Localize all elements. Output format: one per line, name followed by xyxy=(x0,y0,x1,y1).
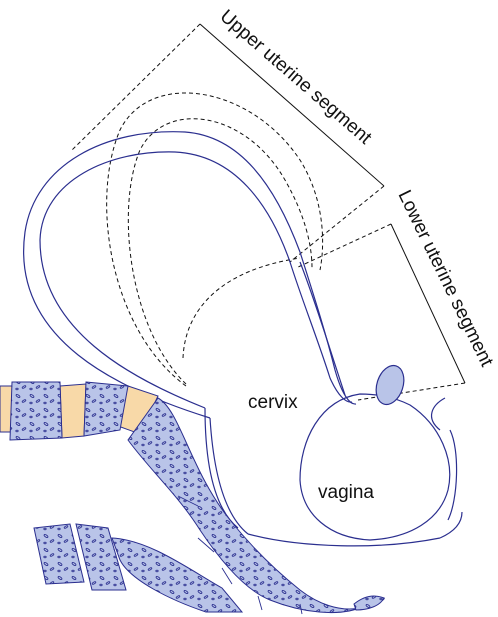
upper-segment-label: Upper uterine segment xyxy=(216,6,376,149)
dashed-lower-segment-arc xyxy=(183,258,300,358)
vagina-label: vagina xyxy=(318,482,374,503)
bone-fragment-1 xyxy=(34,524,84,584)
introitus-edge xyxy=(440,512,462,538)
uterus-outer-wall xyxy=(24,132,356,418)
cervix-label: cervix xyxy=(248,392,298,413)
vagina-outline xyxy=(248,394,462,546)
coccyx-tip xyxy=(354,596,384,610)
dashed-contour-outer xyxy=(107,93,323,386)
pubic-bone xyxy=(371,362,408,408)
symphysis-edge xyxy=(432,398,445,430)
disc-2 xyxy=(60,384,86,438)
cervix-anterior-lip xyxy=(300,262,345,395)
vertebra-2 xyxy=(84,382,128,436)
vertebra-1 xyxy=(10,382,62,440)
lower-segment-label: Lower uterine segment xyxy=(394,187,498,371)
uterus-inner-wall xyxy=(40,152,352,408)
dashed-uterine-contours xyxy=(107,93,323,386)
dashed-contour-inner xyxy=(128,119,312,384)
upper-segment-bracket xyxy=(72,24,384,262)
vaginal-wall xyxy=(300,394,450,540)
